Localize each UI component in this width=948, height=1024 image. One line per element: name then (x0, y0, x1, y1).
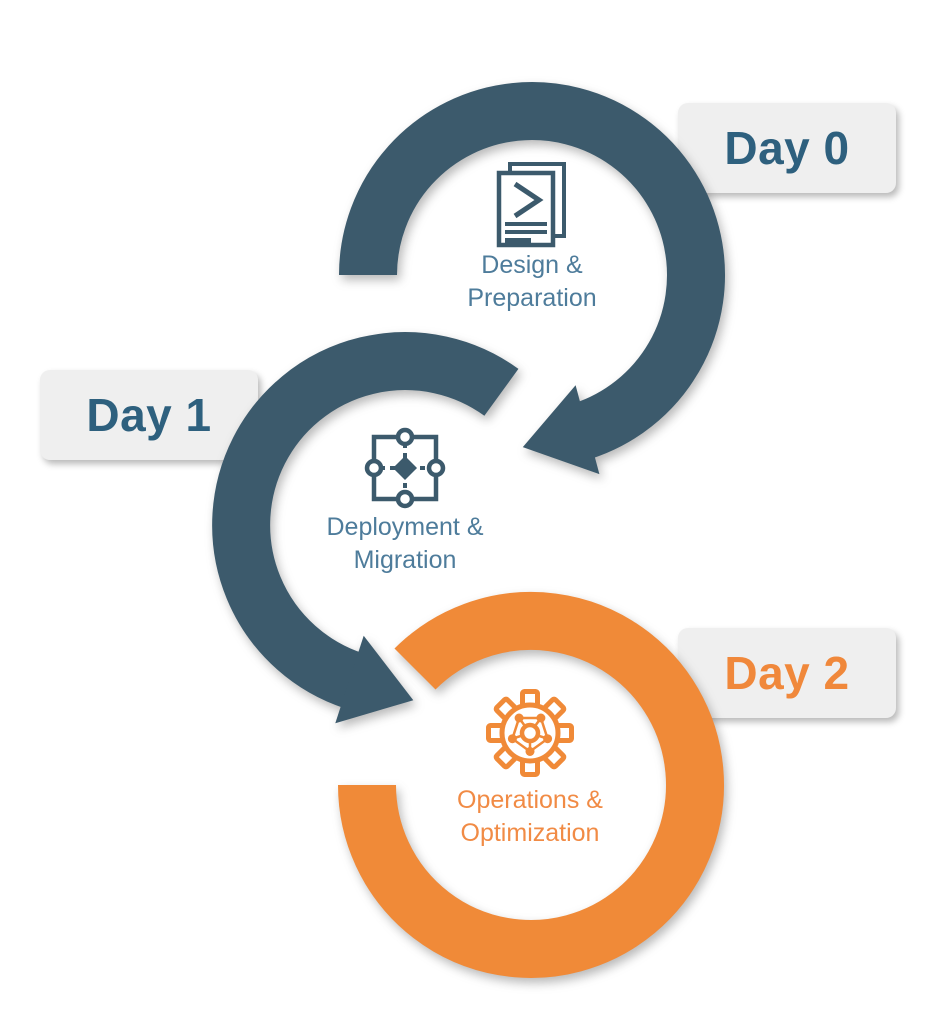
deployment-nodes-icon (364, 427, 446, 509)
day1-stage-title-line2: Migration (353, 546, 457, 574)
day2-ring-arc (338, 591, 724, 978)
node-handle (426, 458, 446, 478)
node-handle (364, 458, 384, 478)
day2-ring (338, 591, 724, 978)
day2-badge: Day 2 (678, 628, 896, 718)
day0-stage-title-line1: Design & (481, 251, 583, 279)
gear-network-icon (486, 689, 574, 777)
day1-ring-arc (212, 332, 519, 709)
day2-stage-title-line2: Optimization (460, 819, 600, 847)
document-script-icon (496, 162, 566, 248)
day2-stage-title: Operations & Optimization (380, 784, 680, 850)
day1-ring (212, 332, 519, 724)
day0-arrowhead-icon (522, 385, 600, 475)
day1-badge-label: Day 1 (86, 389, 212, 441)
gear-hub (519, 722, 541, 744)
node-handle (395, 427, 415, 447)
chevron-right-icon (513, 181, 544, 219)
day0-ring-arc (339, 82, 725, 459)
day0-badge-label: Day 0 (724, 122, 850, 174)
day1-stage-title: Deployment & Migration (255, 511, 555, 577)
nodes-center-diamond (392, 455, 418, 481)
gear-network-dots (507, 713, 553, 756)
day0-badge: Day 0 (678, 103, 896, 193)
day1-arrowhead-icon (335, 635, 414, 724)
node-handle (395, 489, 415, 509)
day0-stage-title: Design & Preparation (382, 249, 682, 315)
day0-ring (339, 82, 725, 475)
day2-stage-title-line1: Operations & (457, 786, 603, 814)
day1-stage-title-line1: Deployment & (326, 513, 484, 541)
day0-stage-title-line2: Preparation (467, 284, 597, 312)
day1-badge: Day 1 (40, 370, 258, 460)
day2-badge-label: Day 2 (724, 647, 850, 699)
